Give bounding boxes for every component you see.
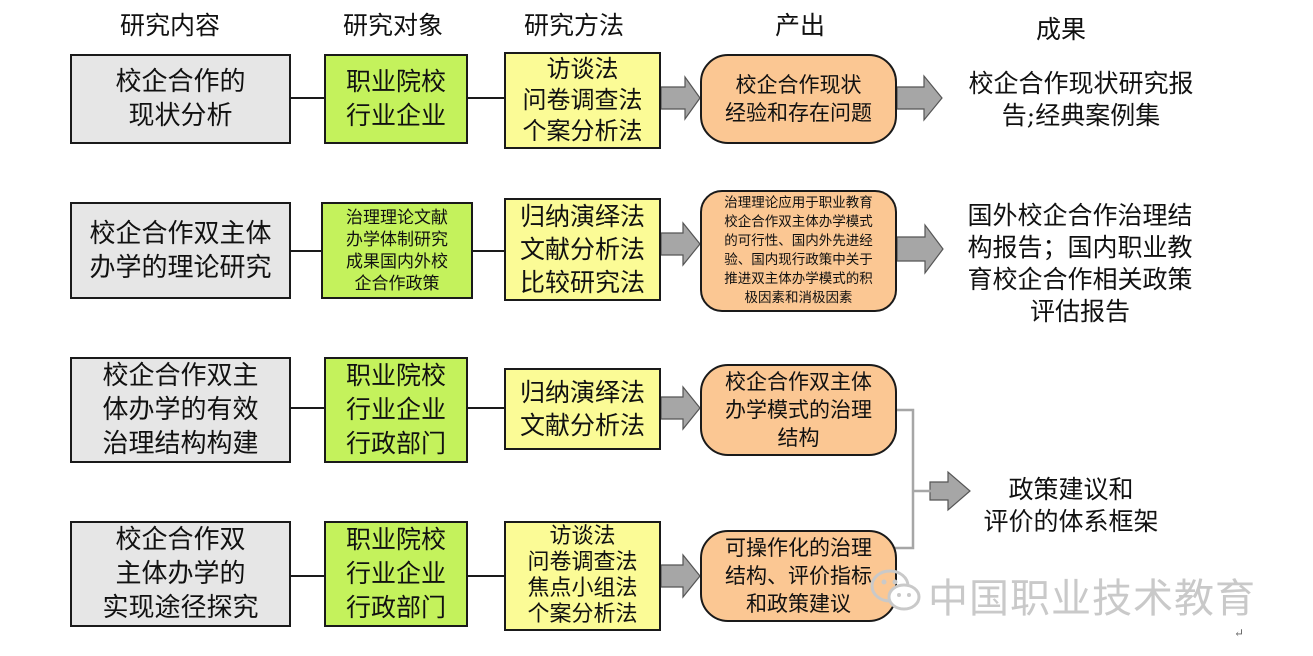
output-line: 校企合作双主体办学模式 [724, 214, 873, 230]
result-text-row-2: 国外校企合作治理结 构报告；国内职业教 育校企合作相关政策 评估报告 [948, 200, 1212, 328]
output-line: 的可行性、国内外先进经 [724, 233, 873, 249]
content-line: 治理结构构建 [102, 429, 259, 459]
method-box-row-1: 访谈法问卷调查法个案分析法 [504, 52, 661, 149]
result-text-row-1: 校企合作现状研究报 告;经典案例集 [950, 68, 1212, 132]
object-box-row-2: 治理理论文献办学体制研究成果国内外校企合作政策 [321, 202, 473, 299]
arrow-right [660, 75, 701, 121]
content-line: 校企合作双主体 [89, 218, 272, 249]
output-box-row-2: 治理理论应用于职业教育校企合作双主体办学模式的可行性、国内外先进经验、国内现行政… [700, 190, 897, 312]
output-line: 治理理论应用于职业教育 [724, 195, 873, 211]
method-line: 个案分析法 [527, 602, 638, 627]
output-line: 结构 [777, 426, 820, 450]
header-research-object: 研究对象 [342, 11, 443, 40]
object-box-row-3: 职业院校行业企业行政部门 [324, 357, 468, 463]
result-line: 评价的体系框架 [983, 507, 1159, 536]
method-line: 问卷调查法 [522, 86, 643, 114]
output-line: 推进双主体办学模式的积 [724, 271, 873, 287]
object-line: 行业企业 [345, 559, 446, 588]
object-line: 企合作政策 [354, 273, 440, 294]
header-research-method: 研究方法 [523, 11, 624, 40]
method-line: 比较研究法 [519, 268, 645, 297]
content-box-row-1: 校企合作的现状分析 [70, 54, 291, 144]
output-box-row-3: 校企合作双主体办学模式的治理结构 [700, 364, 897, 456]
content-line: 校企合作双主 [102, 361, 259, 391]
output-box-row-1: 校企合作现状经验和存在问题 [700, 54, 897, 144]
method-line: 问卷调查法 [527, 550, 638, 575]
object-box-row-1: 职业院校行业企业 [324, 54, 468, 144]
result-text-merged: 政策建议和 评价的体系框架 [966, 474, 1176, 538]
object-line: 办学体制研究 [346, 229, 448, 250]
content-line: 现状分析 [128, 101, 233, 131]
method-line: 归纳演绎法 [519, 378, 645, 407]
content-box-row-4: 校企合作双主体办学的实现途径探究 [70, 521, 291, 627]
output-line: 校企合作双主体 [725, 370, 872, 394]
output-box-row-4: 可操作化的治理结构、评价指标和政策建议 [700, 530, 897, 622]
content-line: 主体办学的 [115, 559, 246, 589]
object-line: 行政部门 [345, 593, 446, 622]
arrow-right [660, 385, 701, 431]
object-line: 职业院校 [345, 361, 446, 390]
arrow-right [929, 470, 971, 512]
output-line: 极因素和消极因素 [744, 290, 853, 306]
output-line: 结构、评价指标 [725, 564, 872, 588]
content-box-row-3: 校企合作双主体办学的有效治理结构构建 [70, 357, 291, 463]
method-box-row-2: 归纳演绎法文献分析法比较研究法 [504, 198, 661, 301]
watermark-text: 中国职业技术教育 [928, 576, 1256, 622]
result-line: 构报告；国内职业教 [967, 233, 1193, 262]
object-line: 行政部门 [345, 429, 446, 458]
arrow-right [660, 221, 701, 267]
paragraph-mark: ↵ [1234, 626, 1245, 640]
method-line: 归纳演绎法 [519, 202, 645, 231]
arrow-right [660, 553, 701, 599]
result-line: 校企合作现状研究报 [968, 69, 1194, 98]
object-box-row-4: 职业院校行业企业行政部门 [324, 521, 468, 627]
method-line: 访谈法 [546, 55, 619, 83]
output-line: 办学模式的治理 [725, 398, 872, 422]
result-line: 政策建议和 [1008, 475, 1134, 504]
object-line: 职业院校 [345, 525, 446, 554]
method-box-row-3: 归纳演绎法文献分析法 [504, 368, 661, 450]
content-box-row-2: 校企合作双主体办学的理论研究 [70, 202, 291, 299]
output-line: 经验和存在问题 [725, 101, 872, 125]
result-line: 告;经典案例集 [1001, 101, 1161, 130]
object-line: 治理理论文献 [346, 207, 448, 228]
content-line: 实现途径探究 [102, 593, 259, 623]
method-line: 文献分析法 [519, 235, 645, 264]
arrow-right [896, 223, 944, 275]
content-line: 办学的理论研究 [89, 252, 272, 283]
bracket-connector [895, 408, 915, 550]
content-line: 体办学的有效 [102, 395, 259, 425]
header-research-content: 研究内容 [119, 11, 220, 40]
output-line: 校企合作现状 [735, 73, 862, 97]
method-box-row-4: 访谈法问卷调查法焦点小组法个案分析法 [504, 521, 661, 631]
object-line: 职业院校 [345, 67, 446, 96]
result-line: 评估报告 [1029, 297, 1130, 326]
output-line: 可操作化的治理 [725, 536, 872, 560]
method-line: 访谈法 [549, 524, 616, 549]
content-line: 校企合作的 [115, 67, 246, 97]
object-line: 成果国内外校 [346, 251, 448, 272]
content-line: 校企合作双 [115, 525, 246, 555]
header-result: 成果 [1035, 15, 1086, 44]
method-line: 个案分析法 [522, 117, 643, 145]
object-line: 行业企业 [345, 395, 446, 424]
header-output: 产出 [774, 11, 825, 40]
result-line: 育校企合作相关政策 [967, 265, 1193, 294]
wechat-icon [870, 569, 921, 611]
method-line: 文献分析法 [519, 411, 645, 440]
method-line: 焦点小组法 [527, 576, 638, 601]
arrow-right [896, 74, 943, 122]
object-line: 行业企业 [345, 101, 446, 130]
output-line: 验、国内现行政策中关于 [724, 252, 873, 268]
output-line: 和政策建议 [746, 592, 851, 616]
result-line: 国外校企合作治理结 [967, 201, 1193, 230]
